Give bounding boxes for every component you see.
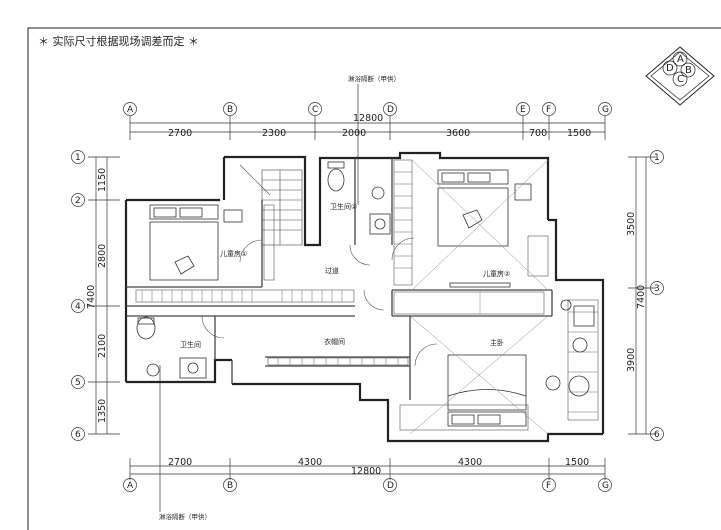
axis-bubble-left: 1 (75, 153, 81, 163)
compass-diamond: A B C D (645, 46, 715, 106)
axis-bubble-top: A (127, 105, 134, 115)
axis-bubble-top: B (227, 105, 233, 115)
dim-chain-right (628, 156, 656, 435)
bed-room1 (149, 204, 219, 281)
compass-letter: A (677, 54, 684, 65)
room-label-bath2: 卫生间② (330, 202, 357, 211)
dim-top-seg: 2700 (168, 128, 192, 139)
dim-top-total: 12800 (353, 113, 383, 124)
dim-right-seg: 3900 (626, 348, 637, 372)
axis-bubble-left: 2 (75, 196, 81, 206)
room-label-bed1: 儿童房① (220, 249, 247, 258)
dim-right-total: 7400 (636, 285, 647, 309)
callout-top: 淋浴隔断（甲供） (348, 74, 400, 83)
axis-bubble-bottom: G (602, 481, 609, 491)
axis-bubble-bottom: A (127, 481, 134, 491)
bed-master (447, 354, 527, 427)
dim-chain-bottom (129, 458, 606, 480)
axis-bubble-top: G (602, 105, 609, 115)
sheet-note: ＊ 实际尺寸根据现场调差而定 ＊ (38, 35, 199, 48)
axis-bubble-top: E (520, 105, 526, 115)
compass-letter: B (685, 65, 692, 76)
room-label-bath1: 卫生间 (180, 340, 201, 349)
dim-bottom-total: 12800 (351, 466, 381, 477)
axis-bubble-bottom: F (546, 481, 551, 491)
dim-bottom-seg: 2700 (168, 457, 192, 468)
axis-bubble-left: 4 (75, 302, 81, 312)
dim-left-total: 7400 (86, 285, 97, 309)
dim-chain-top (129, 116, 606, 140)
dim-chain-left (88, 156, 120, 435)
staircase (239, 164, 303, 246)
bathroom-fixtures (136, 161, 391, 379)
axis-bubble-top: D (387, 105, 394, 115)
room-label-cloak: 衣帽间 (324, 337, 345, 346)
axis-bubble-bottom: B (227, 481, 233, 491)
axis-bubble-left: 5 (75, 378, 81, 388)
axis-bubble-left: 6 (75, 430, 81, 440)
hatch-ticks (141, 171, 598, 413)
dim-left-seg: 2800 (97, 244, 108, 268)
bed-room2 (437, 169, 509, 247)
interior-walls (126, 158, 553, 400)
axis-bubble-bottom: D (387, 481, 394, 491)
axis-bubble-right: 1 (654, 153, 660, 163)
compass-letter: D (666, 63, 674, 74)
dim-top-seg: 700 (529, 128, 547, 139)
axis-bubble-right: 3 (654, 284, 660, 294)
dim-top-seg: 1500 (567, 128, 591, 139)
dim-bottom-seg: 4300 (458, 457, 482, 468)
axis-bubble-top: C (312, 105, 318, 115)
dim-left-seg: 1150 (97, 168, 108, 192)
dim-left-seg: 2100 (97, 334, 108, 358)
walls (124, 151, 605, 443)
dim-bottom-seg: 1500 (565, 457, 589, 468)
door-swings (201, 237, 438, 367)
dim-bottom-seg: 4300 (298, 457, 322, 468)
dim-right-seg: 3500 (626, 212, 637, 236)
ceiling-light-bar (449, 282, 511, 288)
dim-top-seg: 2300 (262, 128, 286, 139)
room-label-bed2: 儿童房② (483, 269, 510, 278)
compass-letter: C (677, 74, 684, 85)
room-label-master: 主卧 (490, 338, 504, 347)
dim-top-seg: 3600 (446, 128, 470, 139)
axis-bubble-top: F (546, 105, 551, 115)
axis-bubble-right: 6 (654, 430, 660, 440)
dim-top-seg: 2000 (342, 128, 366, 139)
dim-left-seg: 1350 (97, 399, 108, 423)
sheet-border (27, 27, 721, 530)
ceiling-diagonals (409, 159, 549, 435)
callout-bottom: 淋浴隔断（甲供） (159, 512, 211, 521)
room-label-hall: 过道 (325, 266, 339, 275)
